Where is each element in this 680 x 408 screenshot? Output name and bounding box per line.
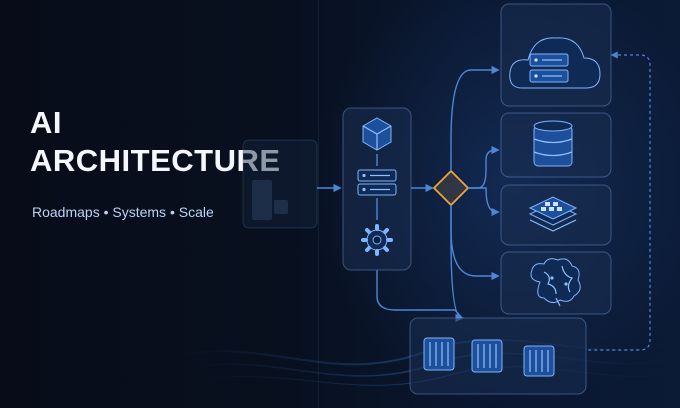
gear-icon	[361, 224, 393, 256]
container-icon	[471, 339, 503, 373]
input-panel-faint	[242, 139, 318, 229]
container-icon	[423, 337, 455, 371]
layers-stack-icon	[528, 196, 578, 232]
brain-icon	[530, 258, 581, 307]
hero-title-line1: AI	[30, 105, 62, 140]
brain-card	[500, 251, 612, 315]
feedback-loop	[588, 51, 651, 351]
cube-icon	[362, 117, 392, 151]
hero-title: AI ARCHITECTURE	[30, 104, 281, 180]
layers-stack-card	[500, 184, 612, 246]
hero-subtitle: Roadmaps • Systems • Scale	[32, 204, 214, 220]
branch-connectors	[376, 65, 500, 323]
cloud-server-card	[500, 3, 612, 107]
hero-title-line2: ARCHITECTURE	[30, 143, 281, 178]
cloud-server-icon	[509, 37, 601, 89]
container-icon	[523, 345, 555, 377]
server-rack-icon	[357, 169, 397, 196]
diamond-decision-icon	[432, 169, 470, 207]
database-card	[500, 112, 612, 178]
processing-panel	[342, 107, 412, 271]
panel-divider	[318, 0, 319, 408]
database-icon	[533, 120, 573, 167]
bottom-containers-panel	[409, 317, 587, 395]
